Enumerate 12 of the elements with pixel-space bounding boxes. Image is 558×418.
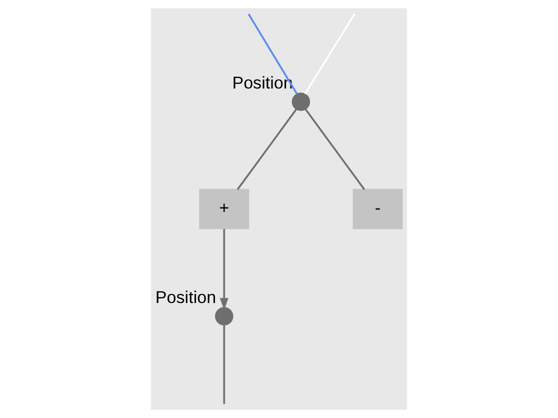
node-box: +	[199, 188, 250, 230]
node-circle	[215, 307, 234, 326]
node-label: Position	[232, 74, 293, 93]
node-circle	[292, 92, 310, 111]
connector	[223, 324, 226, 404]
connector	[304, 108, 366, 190]
node-label: Position	[155, 288, 216, 308]
connector	[304, 14, 356, 94]
node-box: -	[352, 188, 403, 230]
connector	[248, 14, 298, 94]
connector	[236, 108, 298, 190]
arrow	[220, 228, 228, 310]
